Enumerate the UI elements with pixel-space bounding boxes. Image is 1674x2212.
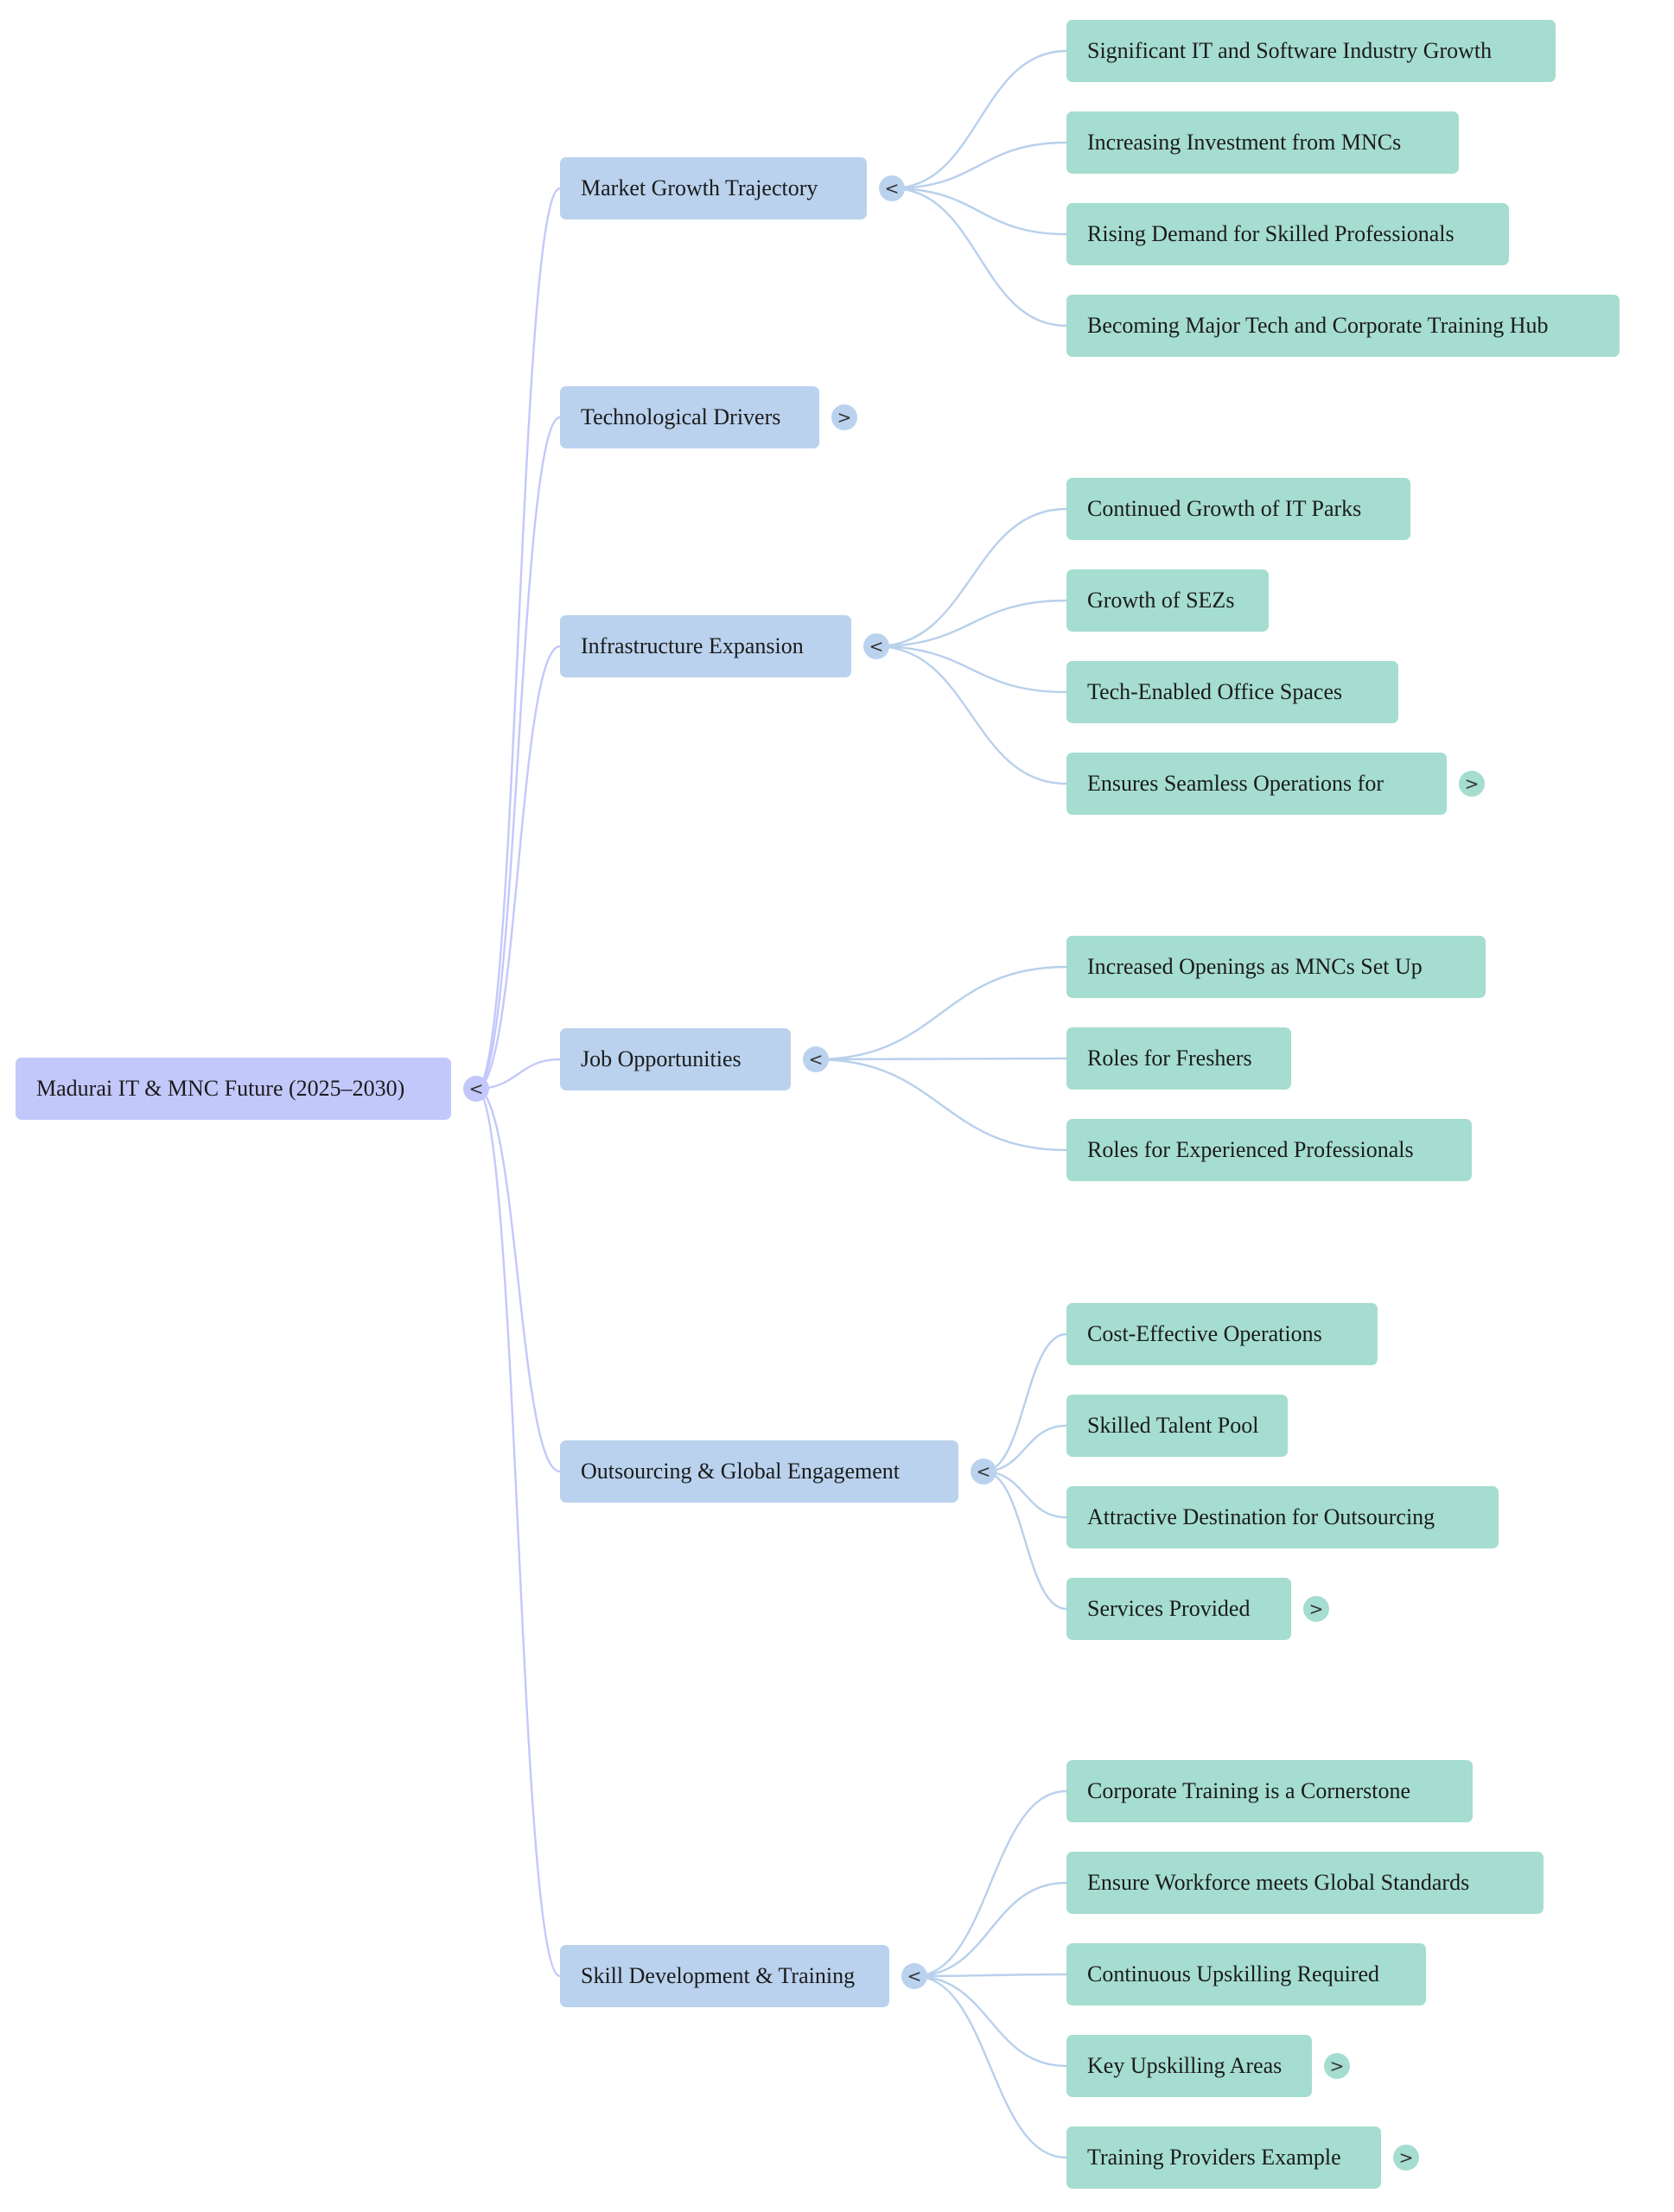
leaf-node-5-1-label: Cost-Effective Operations: [1087, 1321, 1322, 1346]
leaf-node-6-4-label: Key Upskilling Areas: [1087, 2053, 1283, 2078]
root-node-label: Madurai IT & MNC Future (2025–2030): [36, 1076, 405, 1101]
link-line: [913, 1974, 1067, 2159]
leaf-node-6-3-label: Continuous Upskilling Required: [1087, 1961, 1379, 1986]
link-line: [983, 1332, 1067, 1473]
link-line: [983, 1424, 1067, 1473]
leaf-node-6-4[interactable]: Key Upskilling Areas: [1066, 2035, 1312, 2097]
branch-node-3[interactable]: Infrastructure Expansion: [560, 615, 851, 677]
link-line: [475, 645, 561, 1090]
leaf-node-1-2-label: Increasing Investment from MNCs: [1087, 130, 1402, 155]
branch-node-4[interactable]: Job Opportunities: [560, 1028, 791, 1090]
leaf-expand-toggle-6-4[interactable]: >: [1324, 2053, 1350, 2079]
leaf-node-6-2[interactable]: Ensure Workforce meets Global Standards: [1066, 1852, 1544, 1914]
leaf-node-6-2-label: Ensure Workforce meets Global Standards: [1087, 1870, 1470, 1895]
branch-node-5-label: Outsourcing & Global Engagement: [581, 1459, 900, 1484]
branch-node-1-label: Market Growth Trajectory: [581, 175, 818, 200]
branch-node-3-label: Infrastructure Expansion: [581, 633, 804, 658]
leaf-node-1-3-label: Rising Demand for Skilled Professionals: [1087, 221, 1454, 246]
link-line: [891, 187, 1067, 236]
link-line: [815, 965, 1067, 1061]
link-line: [475, 416, 561, 1090]
link-line: [875, 645, 1067, 785]
branch-node-6-label: Skill Development & Training: [581, 1963, 856, 1988]
link-line: [815, 1057, 1067, 1061]
leaf-node-5-4-label: Services Provided: [1087, 1596, 1251, 1621]
link-line: [913, 1973, 1067, 1978]
leaf-expand-toggle-5-4[interactable]: >: [1303, 1596, 1329, 1622]
leaf-node-3-2-label: Growth of SEZs: [1087, 588, 1235, 613]
leaf-node-4-3-label: Roles for Experienced Professionals: [1087, 1137, 1414, 1162]
leaf-node-5-2-label: Skilled Talent Pool: [1087, 1413, 1259, 1438]
leaf-node-4-2[interactable]: Roles for Freshers: [1066, 1027, 1291, 1090]
link-line: [891, 187, 1067, 327]
branch-toggle-1[interactable]: <: [879, 175, 905, 201]
root-node[interactable]: Madurai IT & MNC Future (2025–2030): [16, 1058, 451, 1120]
branch-node-1[interactable]: Market Growth Trajectory: [560, 157, 867, 219]
leaf-node-3-1[interactable]: Continued Growth of IT Parks: [1066, 478, 1410, 540]
link-line: [913, 1974, 1067, 2068]
link-line: [983, 1470, 1067, 1519]
link-line: [875, 645, 1067, 694]
leaf-node-3-3[interactable]: Tech-Enabled Office Spaces: [1066, 661, 1398, 723]
leaf-node-6-1[interactable]: Corporate Training is a Cornerstone: [1066, 1760, 1473, 1822]
link-line: [875, 507, 1067, 648]
root-collapse-toggle[interactable]: <: [463, 1076, 489, 1102]
branch-node-5[interactable]: Outsourcing & Global Engagement: [560, 1440, 958, 1503]
leaf-node-3-4[interactable]: Ensures Seamless Operations for: [1066, 753, 1447, 815]
link-line: [983, 1470, 1067, 1611]
link-line: [475, 1087, 561, 1978]
branch-node-4-label: Job Opportunities: [581, 1046, 742, 1071]
leaf-node-5-3-label: Attractive Destination for Outsourcing: [1087, 1504, 1435, 1529]
branch-toggle-5[interactable]: <: [971, 1459, 996, 1484]
leaf-node-5-4[interactable]: Services Provided: [1066, 1578, 1291, 1640]
branch-node-6[interactable]: Skill Development & Training: [560, 1945, 889, 2007]
leaf-node-4-1[interactable]: Increased Openings as MNCs Set Up: [1066, 936, 1486, 998]
leaf-node-3-1-label: Continued Growth of IT Parks: [1087, 496, 1362, 521]
link-line: [475, 187, 561, 1090]
link-line: [475, 1087, 561, 1473]
branch-node-2[interactable]: Technological Drivers: [560, 386, 819, 448]
link-line: [815, 1058, 1067, 1152]
leaf-node-5-1[interactable]: Cost-Effective Operations: [1066, 1303, 1378, 1365]
branch-toggle-2[interactable]: >: [831, 404, 857, 430]
branch-toggle-6[interactable]: <: [901, 1963, 927, 1989]
leaf-node-4-3[interactable]: Roles for Experienced Professionals: [1066, 1119, 1472, 1181]
link-line: [913, 1881, 1067, 1978]
leaf-node-1-4-label: Becoming Major Tech and Corporate Traini…: [1087, 313, 1549, 338]
leaf-expand-toggle-6-5[interactable]: >: [1393, 2145, 1419, 2171]
leaf-node-6-5[interactable]: Training Providers Example: [1066, 2126, 1381, 2189]
leaf-expand-toggle-3-4[interactable]: >: [1459, 771, 1485, 797]
leaf-node-4-2-label: Roles for Freshers: [1087, 1046, 1252, 1071]
leaf-node-3-3-label: Tech-Enabled Office Spaces: [1087, 679, 1343, 704]
leaf-node-5-2[interactable]: Skilled Talent Pool: [1066, 1395, 1288, 1457]
leaf-node-3-4-label: Ensures Seamless Operations for: [1087, 771, 1384, 796]
branch-toggle-3[interactable]: <: [863, 633, 889, 659]
link-line: [875, 599, 1067, 648]
leaf-node-4-1-label: Increased Openings as MNCs Set Up: [1087, 954, 1423, 979]
branch-node-2-label: Technological Drivers: [581, 404, 781, 429]
leaf-node-6-1-label: Corporate Training is a Cornerstone: [1087, 1778, 1411, 1803]
leaf-node-1-2[interactable]: Increasing Investment from MNCs: [1066, 111, 1459, 174]
leaf-node-1-1-label: Significant IT and Software Industry Gro…: [1087, 38, 1493, 63]
link-line: [891, 49, 1067, 190]
link-line: [913, 1789, 1067, 1978]
leaf-node-5-3[interactable]: Attractive Destination for Outsourcing: [1066, 1486, 1499, 1548]
branch-toggle-4[interactable]: <: [803, 1046, 829, 1072]
leaf-node-6-3[interactable]: Continuous Upskilling Required: [1066, 1943, 1426, 2005]
leaf-node-1-1[interactable]: Significant IT and Software Industry Gro…: [1066, 20, 1556, 82]
link-line: [891, 141, 1067, 190]
leaf-node-6-5-label: Training Providers Example: [1087, 2145, 1341, 2170]
leaf-node-1-4[interactable]: Becoming Major Tech and Corporate Traini…: [1066, 295, 1620, 357]
leaf-node-1-3[interactable]: Rising Demand for Skilled Professionals: [1066, 203, 1509, 265]
leaf-node-3-2[interactable]: Growth of SEZs: [1066, 569, 1269, 632]
